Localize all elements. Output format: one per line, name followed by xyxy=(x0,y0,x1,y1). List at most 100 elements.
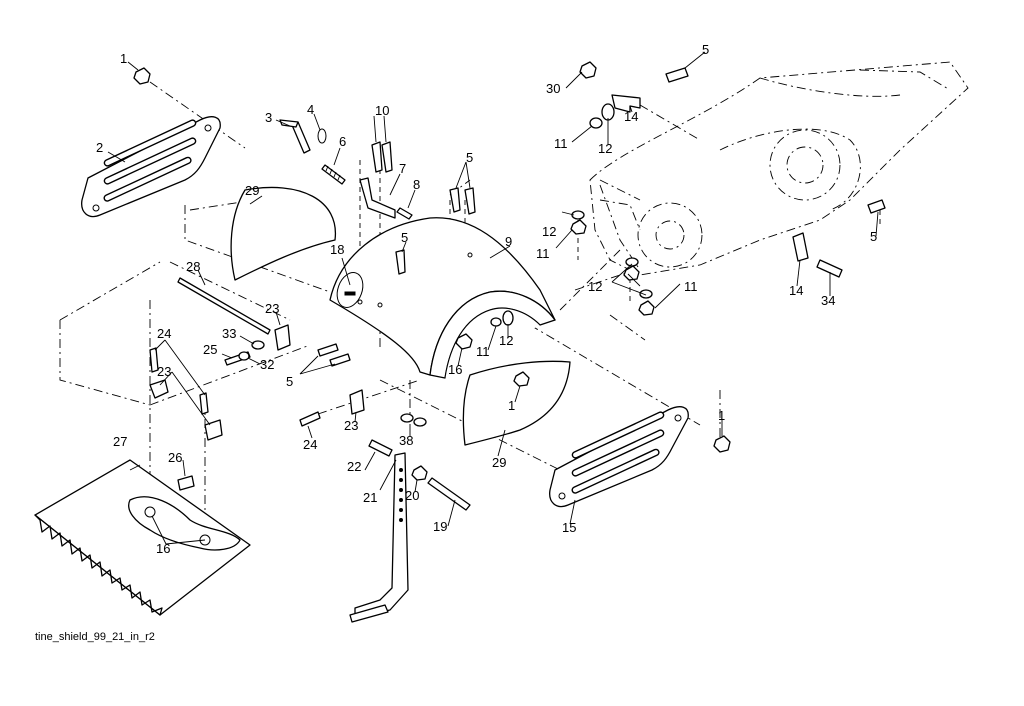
carriage-bolt xyxy=(299,411,321,427)
callout-14: 14 xyxy=(624,109,638,124)
callout-29: 29 xyxy=(245,183,259,198)
carriage-bolt xyxy=(464,187,476,215)
callout-30: 30 xyxy=(546,81,560,96)
callout-15: 15 xyxy=(562,520,576,535)
callout-34: 34 xyxy=(821,293,835,308)
lock-pin xyxy=(427,477,471,511)
callout-labels: 1 2 3 4 10 6 7 8 5 9 5 29 18 28 23 33 25… xyxy=(96,42,877,556)
callout-27: 27 xyxy=(113,434,127,449)
clamp xyxy=(274,324,291,351)
hex-nut xyxy=(638,300,655,316)
depth-stake-holes xyxy=(399,468,403,522)
bracket xyxy=(359,177,396,219)
callout-5: 5 xyxy=(870,229,877,244)
depth-stake xyxy=(349,452,409,623)
washer xyxy=(251,340,265,350)
callout-4: 4 xyxy=(307,102,314,117)
hex-nut xyxy=(570,219,587,235)
callout-3: 3 xyxy=(265,110,272,125)
hex-bolt xyxy=(665,67,689,83)
flat-washer xyxy=(639,289,653,299)
carriage-bolt xyxy=(395,249,406,275)
washer xyxy=(238,351,250,361)
callout-11: 11 xyxy=(476,344,490,359)
callout-21: 21 xyxy=(363,490,377,505)
hex-bolt xyxy=(867,199,886,214)
callout-5: 5 xyxy=(466,150,473,165)
mount-bracket xyxy=(792,232,809,262)
callout-23: 23 xyxy=(157,364,171,379)
carriage-bolt xyxy=(449,187,461,213)
flat-washer xyxy=(502,310,514,326)
callout-12: 12 xyxy=(588,279,602,294)
callout-11: 11 xyxy=(554,136,568,151)
hex-bolt xyxy=(816,259,843,278)
spring-small xyxy=(396,207,413,220)
clamp xyxy=(204,419,223,441)
callout-5: 5 xyxy=(401,230,408,245)
callout-32: 32 xyxy=(260,357,274,372)
flat-washer xyxy=(571,210,585,220)
leader-lines xyxy=(107,51,879,545)
callout-16: 16 xyxy=(448,362,462,377)
tine-rod xyxy=(177,277,271,335)
carriage-bolt xyxy=(371,141,383,173)
hex-nut xyxy=(133,67,151,85)
spring xyxy=(321,164,346,185)
stake-pin xyxy=(368,439,393,457)
drag-plate xyxy=(34,459,251,616)
main-tine-hood xyxy=(329,217,556,379)
nut xyxy=(413,417,427,427)
callout-7: 7 xyxy=(399,161,406,176)
callout-23: 23 xyxy=(344,418,358,433)
flat-washer xyxy=(625,257,639,267)
callout-1: 1 xyxy=(718,408,725,423)
hex-nut xyxy=(713,435,731,453)
hardware xyxy=(133,61,886,511)
left-side-shield xyxy=(81,116,221,218)
hex-nut xyxy=(579,61,597,79)
clamp xyxy=(149,379,169,399)
lock-washer xyxy=(589,117,603,129)
callout-26: 26 xyxy=(168,450,182,465)
callout-14: 14 xyxy=(789,283,803,298)
left-tine-shield-disc xyxy=(230,186,336,281)
flat-washer xyxy=(601,103,615,121)
callout-9: 9 xyxy=(505,234,512,249)
callout-19: 19 xyxy=(433,519,447,534)
carriage-bolt xyxy=(149,347,159,373)
callout-5: 5 xyxy=(286,374,293,389)
callout-23: 23 xyxy=(265,301,279,316)
callout-24: 24 xyxy=(157,326,171,341)
callout-12: 12 xyxy=(499,333,513,348)
callout-10: 10 xyxy=(375,103,389,118)
right-tine-shield-disc xyxy=(462,360,571,446)
nut xyxy=(400,413,414,423)
carriage-bolt xyxy=(199,392,209,415)
right-side-shield xyxy=(549,406,689,508)
callout-2: 2 xyxy=(96,140,103,155)
callout-5: 5 xyxy=(702,42,709,57)
carriage-bolt xyxy=(329,353,351,367)
callout-38: 38 xyxy=(399,433,413,448)
clamp xyxy=(349,389,365,415)
callout-1: 1 xyxy=(120,51,127,66)
callout-22: 22 xyxy=(347,459,361,474)
spacer-block xyxy=(177,475,195,491)
callout-12: 12 xyxy=(598,141,612,156)
callout-6: 6 xyxy=(339,134,346,149)
hex-nut xyxy=(623,265,640,281)
callout-12: 12 xyxy=(542,224,556,239)
callout-1: 1 xyxy=(508,398,515,413)
hex-nut xyxy=(411,465,428,481)
callout-18: 18 xyxy=(330,242,344,257)
callout-33: 33 xyxy=(222,326,236,341)
hex-nut xyxy=(513,371,530,387)
callout-20: 20 xyxy=(405,488,419,503)
callout-16: 16 xyxy=(156,541,170,556)
transmission-housing xyxy=(589,61,969,276)
callout-8: 8 xyxy=(413,177,420,192)
lock-washer xyxy=(490,317,502,327)
hair-clip xyxy=(317,128,327,144)
